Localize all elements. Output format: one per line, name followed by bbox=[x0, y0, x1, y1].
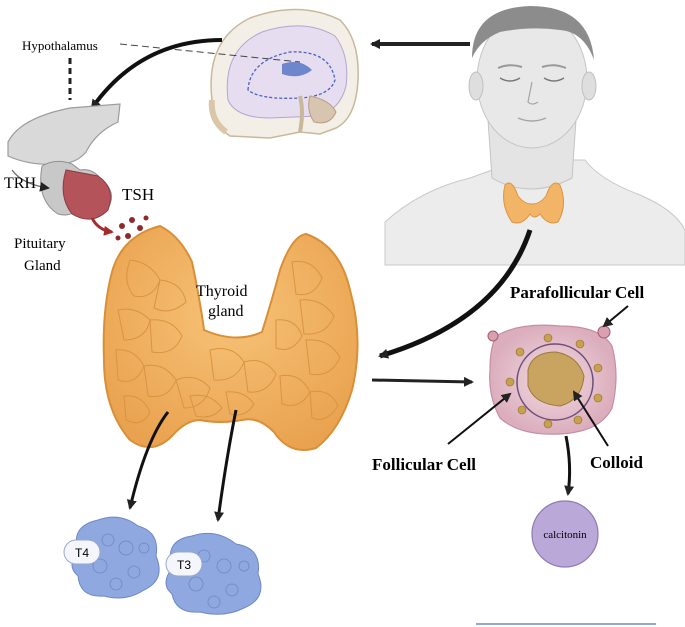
parafollicular-pointer bbox=[602, 305, 629, 328]
neck-to-thyroid-arrow bbox=[378, 229, 533, 359]
tsh-label: TSH bbox=[122, 185, 154, 204]
follicle-to-calcitonin-arrow bbox=[564, 435, 575, 496]
pituitary-gland-icon bbox=[7, 103, 121, 220]
thyroid-label-line2: gland bbox=[208, 303, 244, 320]
thyroid-to-t3-arrow bbox=[214, 409, 238, 522]
thyroid-to-follicle-arrow bbox=[371, 376, 474, 387]
t3-badge: T3 bbox=[165, 551, 203, 577]
tsh-release-arrow bbox=[90, 217, 114, 236]
t4-protein-icon bbox=[71, 516, 160, 599]
tsh-molecules bbox=[115, 215, 149, 241]
calcitonin-icon bbox=[531, 500, 599, 568]
t4-label: T4 bbox=[75, 546, 89, 560]
thyroid-follicle-icon bbox=[487, 324, 617, 435]
neck-thyroid-icon bbox=[503, 182, 564, 224]
trh-label: TRH bbox=[4, 175, 36, 192]
colloid-pointer bbox=[572, 390, 609, 447]
pituitary-label-line2: Gland bbox=[24, 258, 61, 274]
brain-sagittal-icon bbox=[208, 8, 359, 139]
thyroid-gland-icon bbox=[102, 224, 359, 451]
t4-badge: T4 bbox=[63, 539, 101, 565]
thyroid-label-line1: Thyroid bbox=[196, 283, 248, 300]
follicular-pointer bbox=[447, 392, 512, 445]
thyroid-to-t4-arrow bbox=[126, 411, 170, 510]
pituitary-label-line1: Pituitary bbox=[14, 236, 66, 252]
brain-to-pituitary-arrow bbox=[90, 38, 223, 110]
calcitonin-label: calcitonin bbox=[543, 529, 587, 541]
t3-label: T3 bbox=[177, 558, 191, 572]
follicular-cell-label: Follicular Cell bbox=[372, 455, 476, 474]
colloid-label: Colloid bbox=[590, 453, 643, 472]
parafollicular-cell-label: Parafollicular Cell bbox=[510, 283, 645, 302]
hypothalamus-label: Hypothalamus bbox=[22, 38, 98, 53]
human-head-icon bbox=[384, 6, 685, 266]
hypothalamus-pointer-line bbox=[119, 43, 301, 63]
